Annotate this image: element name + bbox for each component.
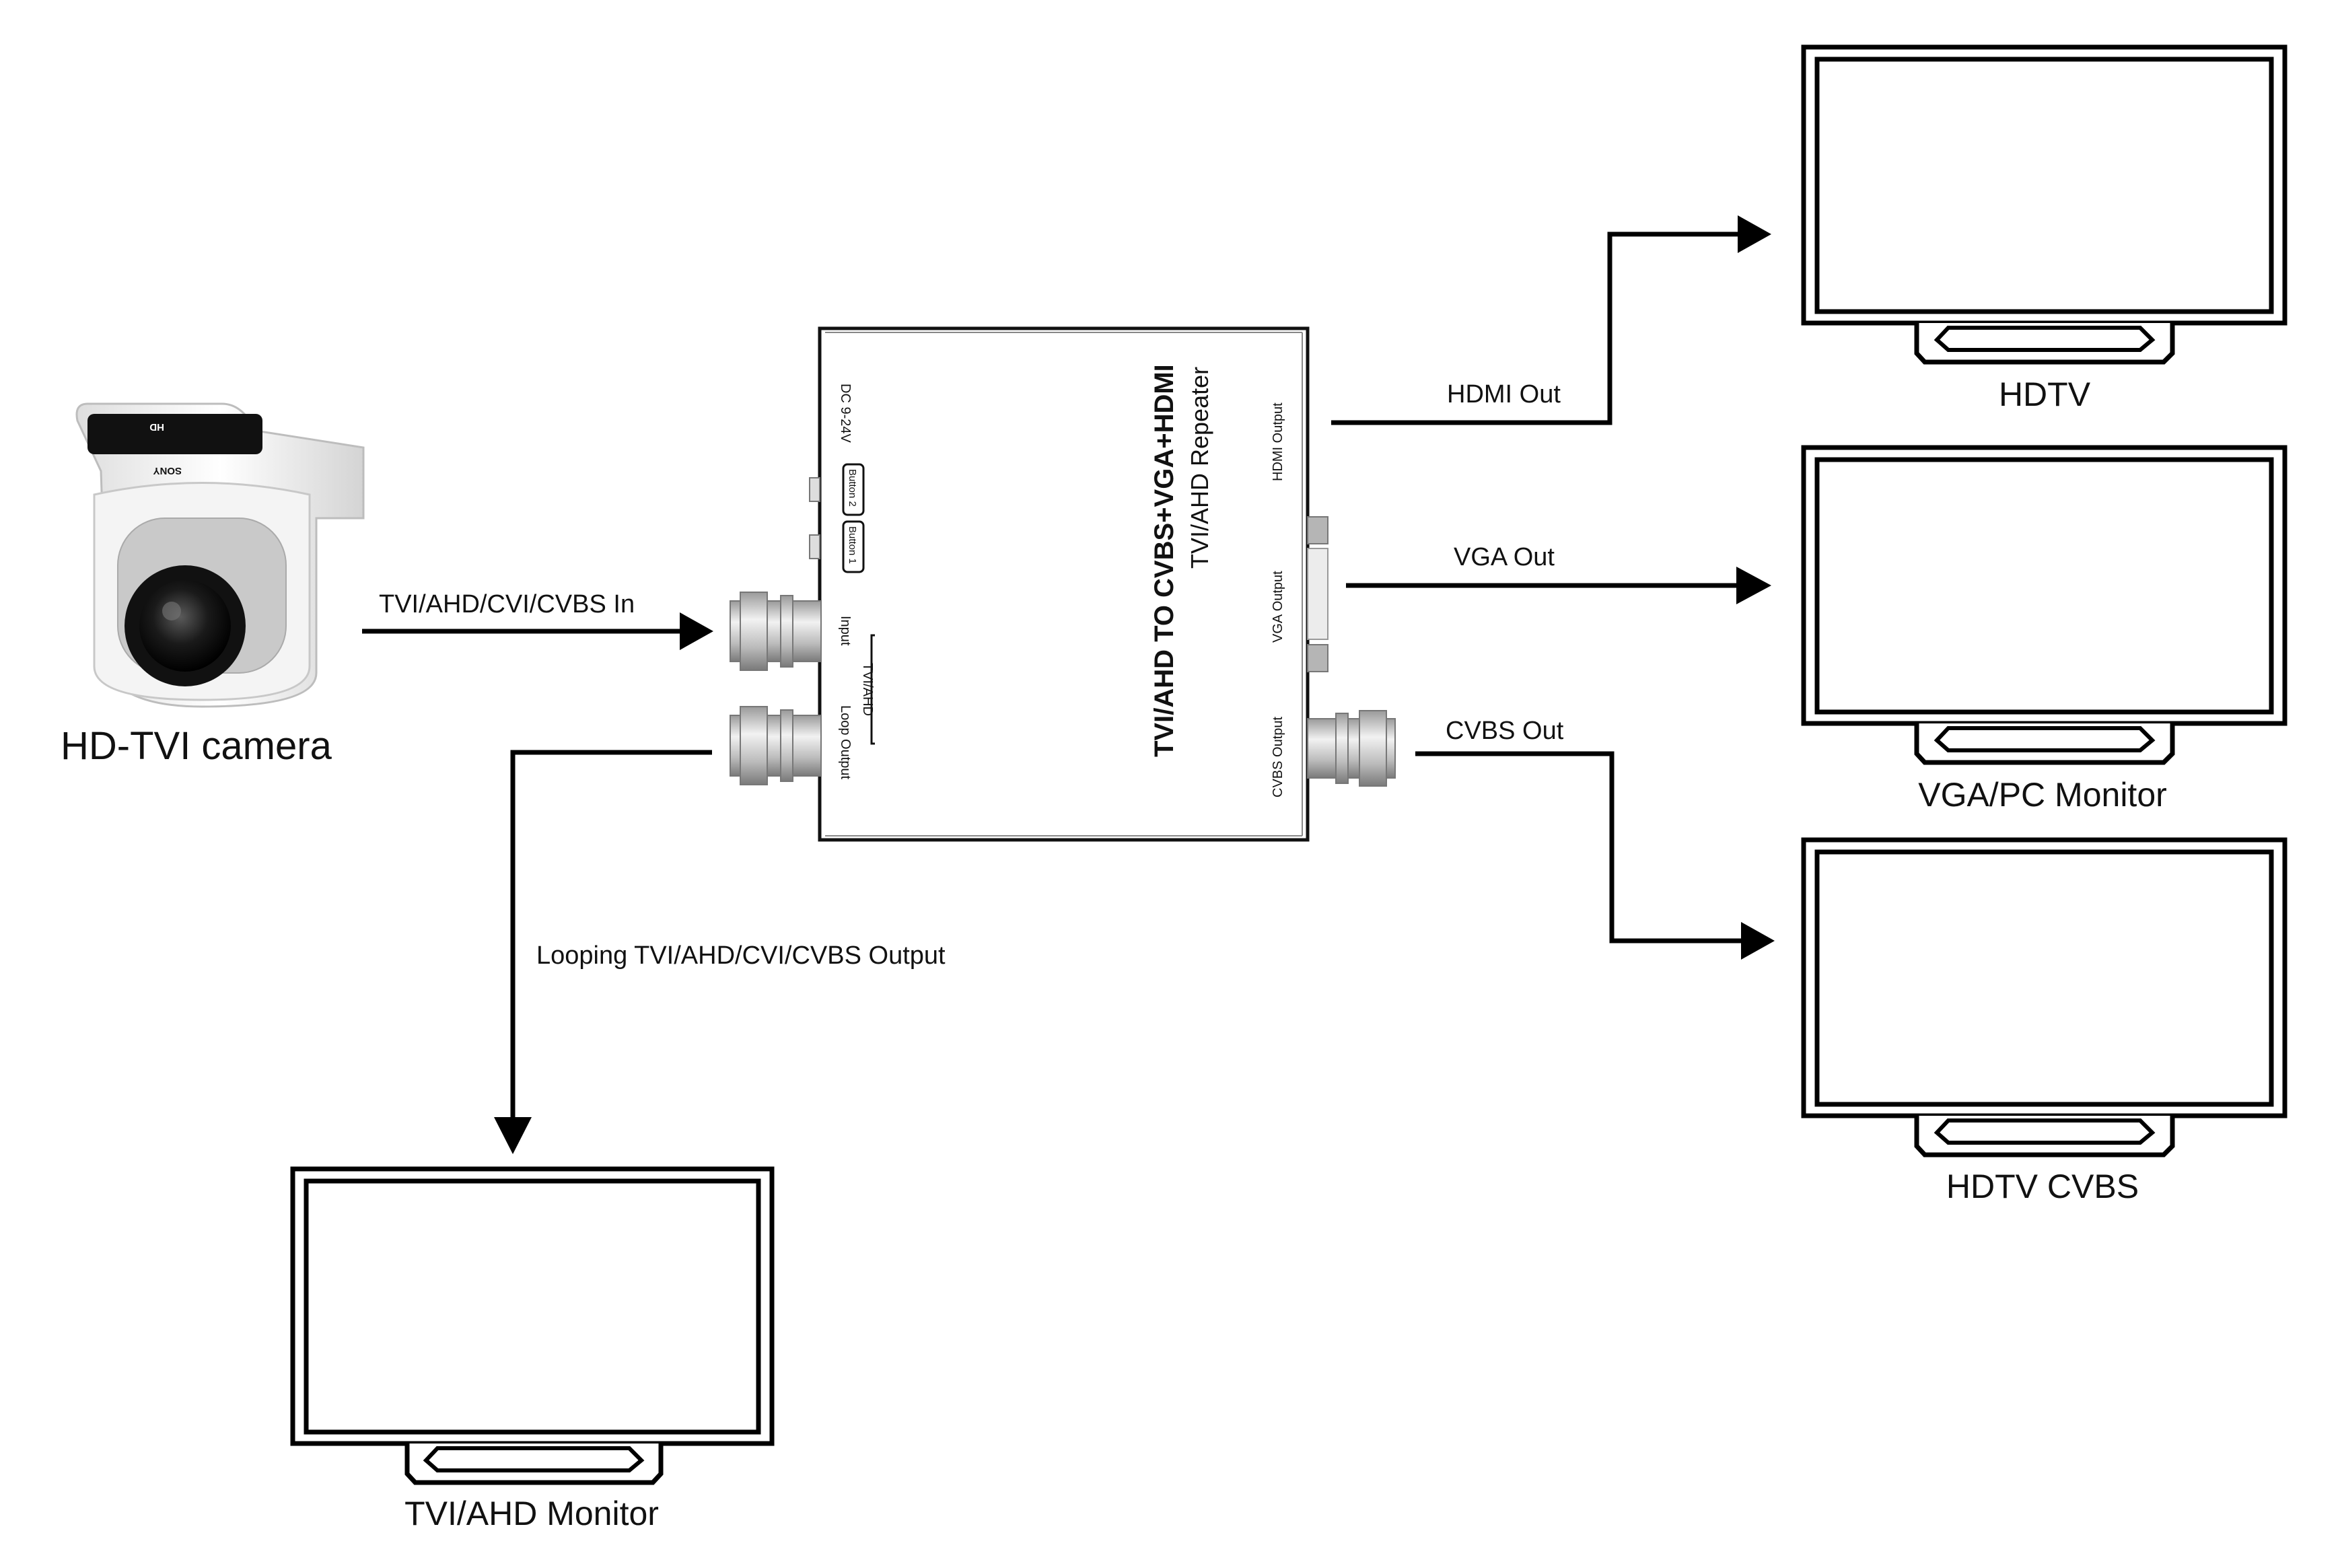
tvi-ahd-monitor-icon: [290, 1166, 775, 1485]
hdtv-monitor-label: HDTV: [1999, 376, 2091, 413]
button-1[interactable]: [842, 520, 865, 573]
cvbs-connection-label: CVBS Out: [1446, 717, 1564, 745]
vga-arrowhead: [1736, 567, 1771, 604]
vga-connector: [1307, 516, 1328, 672]
vga-port-label: VGA Output: [1271, 571, 1285, 643]
hdtv-cvbs-monitor-label: HDTV CVBS: [1946, 1168, 2139, 1205]
loop-arrowhead: [494, 1117, 532, 1154]
input-port-label: Input: [838, 616, 853, 646]
hdtv-cvbs-monitor-icon: [1801, 837, 2288, 1157]
hdmi-arrowhead: [1738, 215, 1771, 253]
cvbs-arrowhead: [1741, 922, 1775, 960]
loop-arrow: [510, 750, 712, 1124]
button-2[interactable]: [842, 463, 865, 516]
vga-pc-monitor-label: VGA/PC Monitor: [1918, 776, 2167, 814]
bnc-input-connector: [730, 592, 822, 671]
hdmi-connection-label: HDMI Out: [1447, 380, 1561, 408]
camera-brand-label: SONY: [153, 465, 182, 476]
bnc-cvbs-connector: [1307, 710, 1396, 787]
vga-pc-monitor-icon: [1801, 445, 2288, 765]
cvbs-port-label: CVBS Output: [1271, 716, 1285, 797]
bnc-loop-connector: [730, 706, 822, 785]
converter-title: TVI/AHD TO CVBS+VGA+HDMI: [1149, 364, 1179, 757]
cvbs-arrow: [1415, 751, 1746, 943]
vga-connection-label: VGA Out: [1454, 543, 1555, 571]
input-connection-label: TVI/AHD/CVI/CVBS In: [379, 590, 635, 618]
tvi-ahd-monitor-label: TVI/AHD Monitor: [404, 1495, 659, 1532]
camera-badge-label: HD: [149, 421, 164, 433]
converter-subtitle: TVI/AHD Repeater: [1186, 367, 1213, 569]
hdtv-monitor-icon: [1801, 44, 2288, 365]
converter-box: [809, 326, 1310, 842]
tvi-ahd-bracket: [870, 634, 875, 745]
button-2-label: Button 2: [847, 469, 858, 507]
input-arrowhead: [680, 612, 713, 650]
power-label: DC 9-24V: [838, 384, 853, 443]
loop-port-label: Loop Output: [838, 705, 853, 780]
hdmi-arrow: [1331, 231, 1743, 425]
camera-label: HD-TVI camera: [61, 724, 332, 768]
hdmi-port-label: HDMI Output: [1271, 402, 1285, 481]
button-1-label: Button 1: [847, 526, 858, 564]
tvi-ahd-group-label: TVI/AHD: [860, 663, 875, 716]
camera-icon: SONY HD: [75, 402, 365, 708]
loop-connection-label: Looping TVI/AHD/CVI/CVBS Output: [536, 941, 946, 970]
